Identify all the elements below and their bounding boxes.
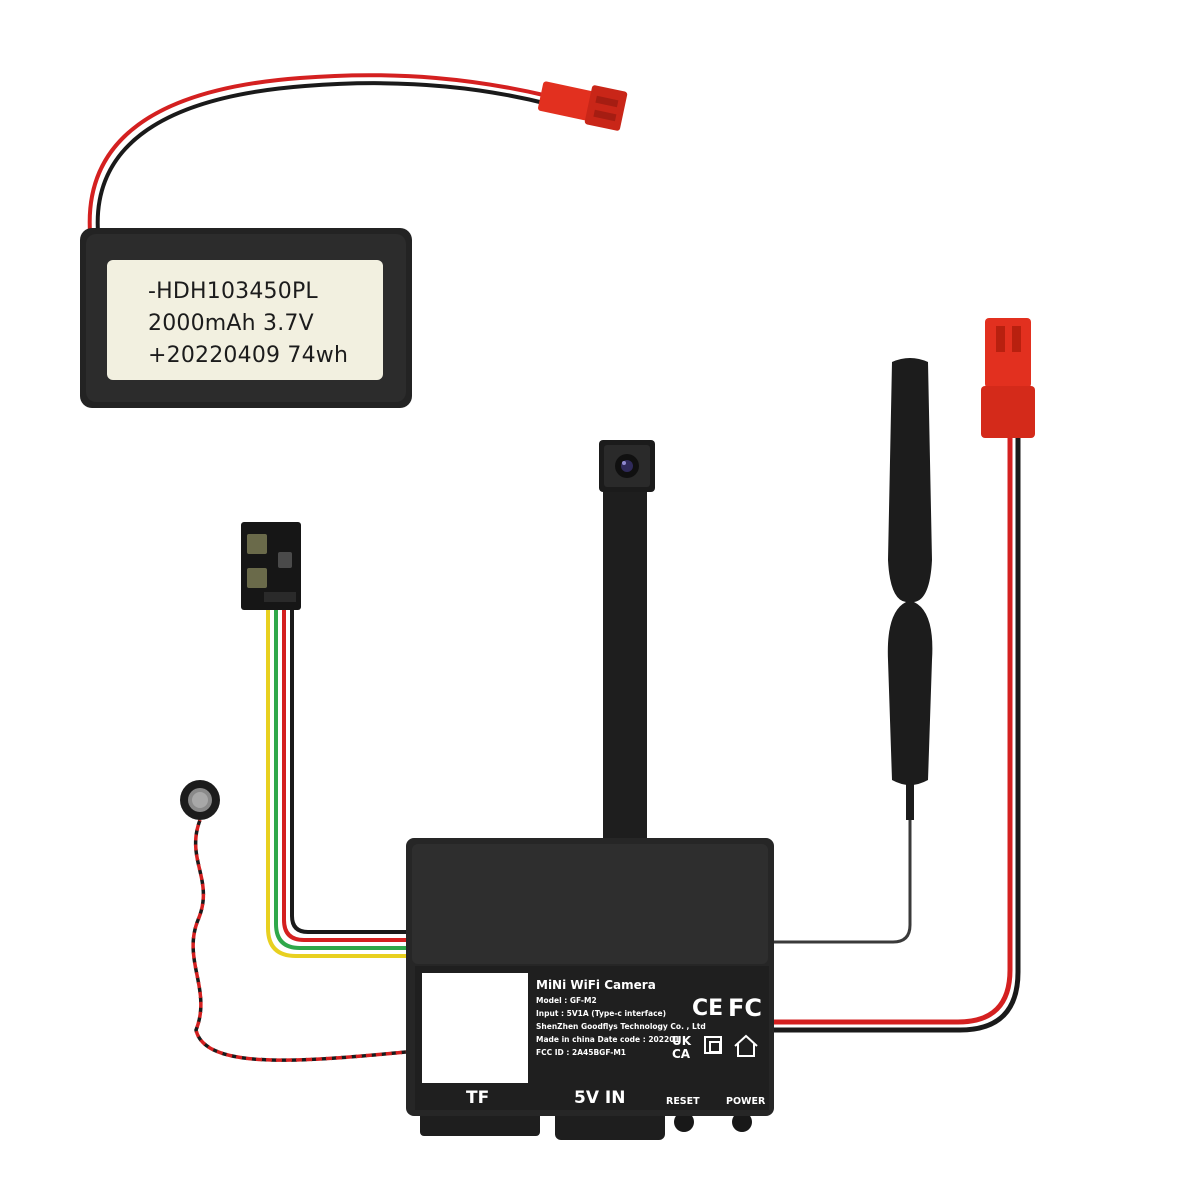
battery-label	[107, 260, 383, 380]
battery-pack	[80, 73, 628, 408]
power-lead	[772, 318, 1035, 1033]
battery-wire-red	[87, 73, 549, 233]
device-label-blank	[422, 973, 528, 1083]
main-device	[406, 838, 774, 1140]
device-spec-input: Input : 5V1A (Type-c interface)	[536, 1009, 667, 1018]
ukca-mark-top: UK	[672, 1034, 692, 1048]
power-jst-connector	[985, 318, 1031, 388]
power-button-label: POWER	[726, 1096, 766, 1107]
reset-button-label: RESET	[666, 1096, 700, 1107]
camera-module	[599, 440, 655, 848]
indoor-use-icon	[732, 1034, 760, 1058]
antenna-cable	[772, 810, 912, 944]
button-board-power-switch	[247, 568, 267, 588]
power-wire-red	[772, 430, 1013, 1025]
button-board-reset-switch	[247, 534, 267, 554]
battery-label-line-3: +20220409 74wh	[148, 343, 349, 368]
button-board	[241, 522, 406, 958]
microphone	[180, 780, 407, 1062]
device-spec-model: Model : GF-M2	[536, 996, 597, 1005]
battery-label-line-2: 2000mAh 3.7V	[148, 311, 314, 336]
battery-label-line-1: -HDH103450PL	[148, 279, 318, 304]
ukca-mark-bottom: CA	[672, 1047, 691, 1061]
device-spec-date-code: Made in china Date code : 202201	[536, 1035, 680, 1044]
device-title: MiNi WiFi Camera	[536, 978, 656, 992]
usb-power-in-label: 5V IN	[574, 1088, 626, 1108]
device-spec-manufacturer: ShenZhen Goodflys Technology Co. , Ltd	[536, 1022, 706, 1031]
camera-ribbon-cable	[603, 488, 647, 848]
double-insulation-icon	[704, 1036, 722, 1054]
device-spec-fcc-id: FCC ID : 2A45BGF-M1	[536, 1048, 626, 1057]
tf-slot-label: TF	[466, 1088, 490, 1108]
wifi-antenna	[772, 358, 933, 944]
battery-wire-black	[95, 81, 549, 233]
button-board-wires	[266, 604, 406, 958]
power-wire-black	[772, 430, 1021, 1033]
battery-jst-connector	[538, 81, 628, 131]
ce-mark: CE	[692, 996, 724, 1021]
fcc-mark: FC	[728, 994, 763, 1022]
